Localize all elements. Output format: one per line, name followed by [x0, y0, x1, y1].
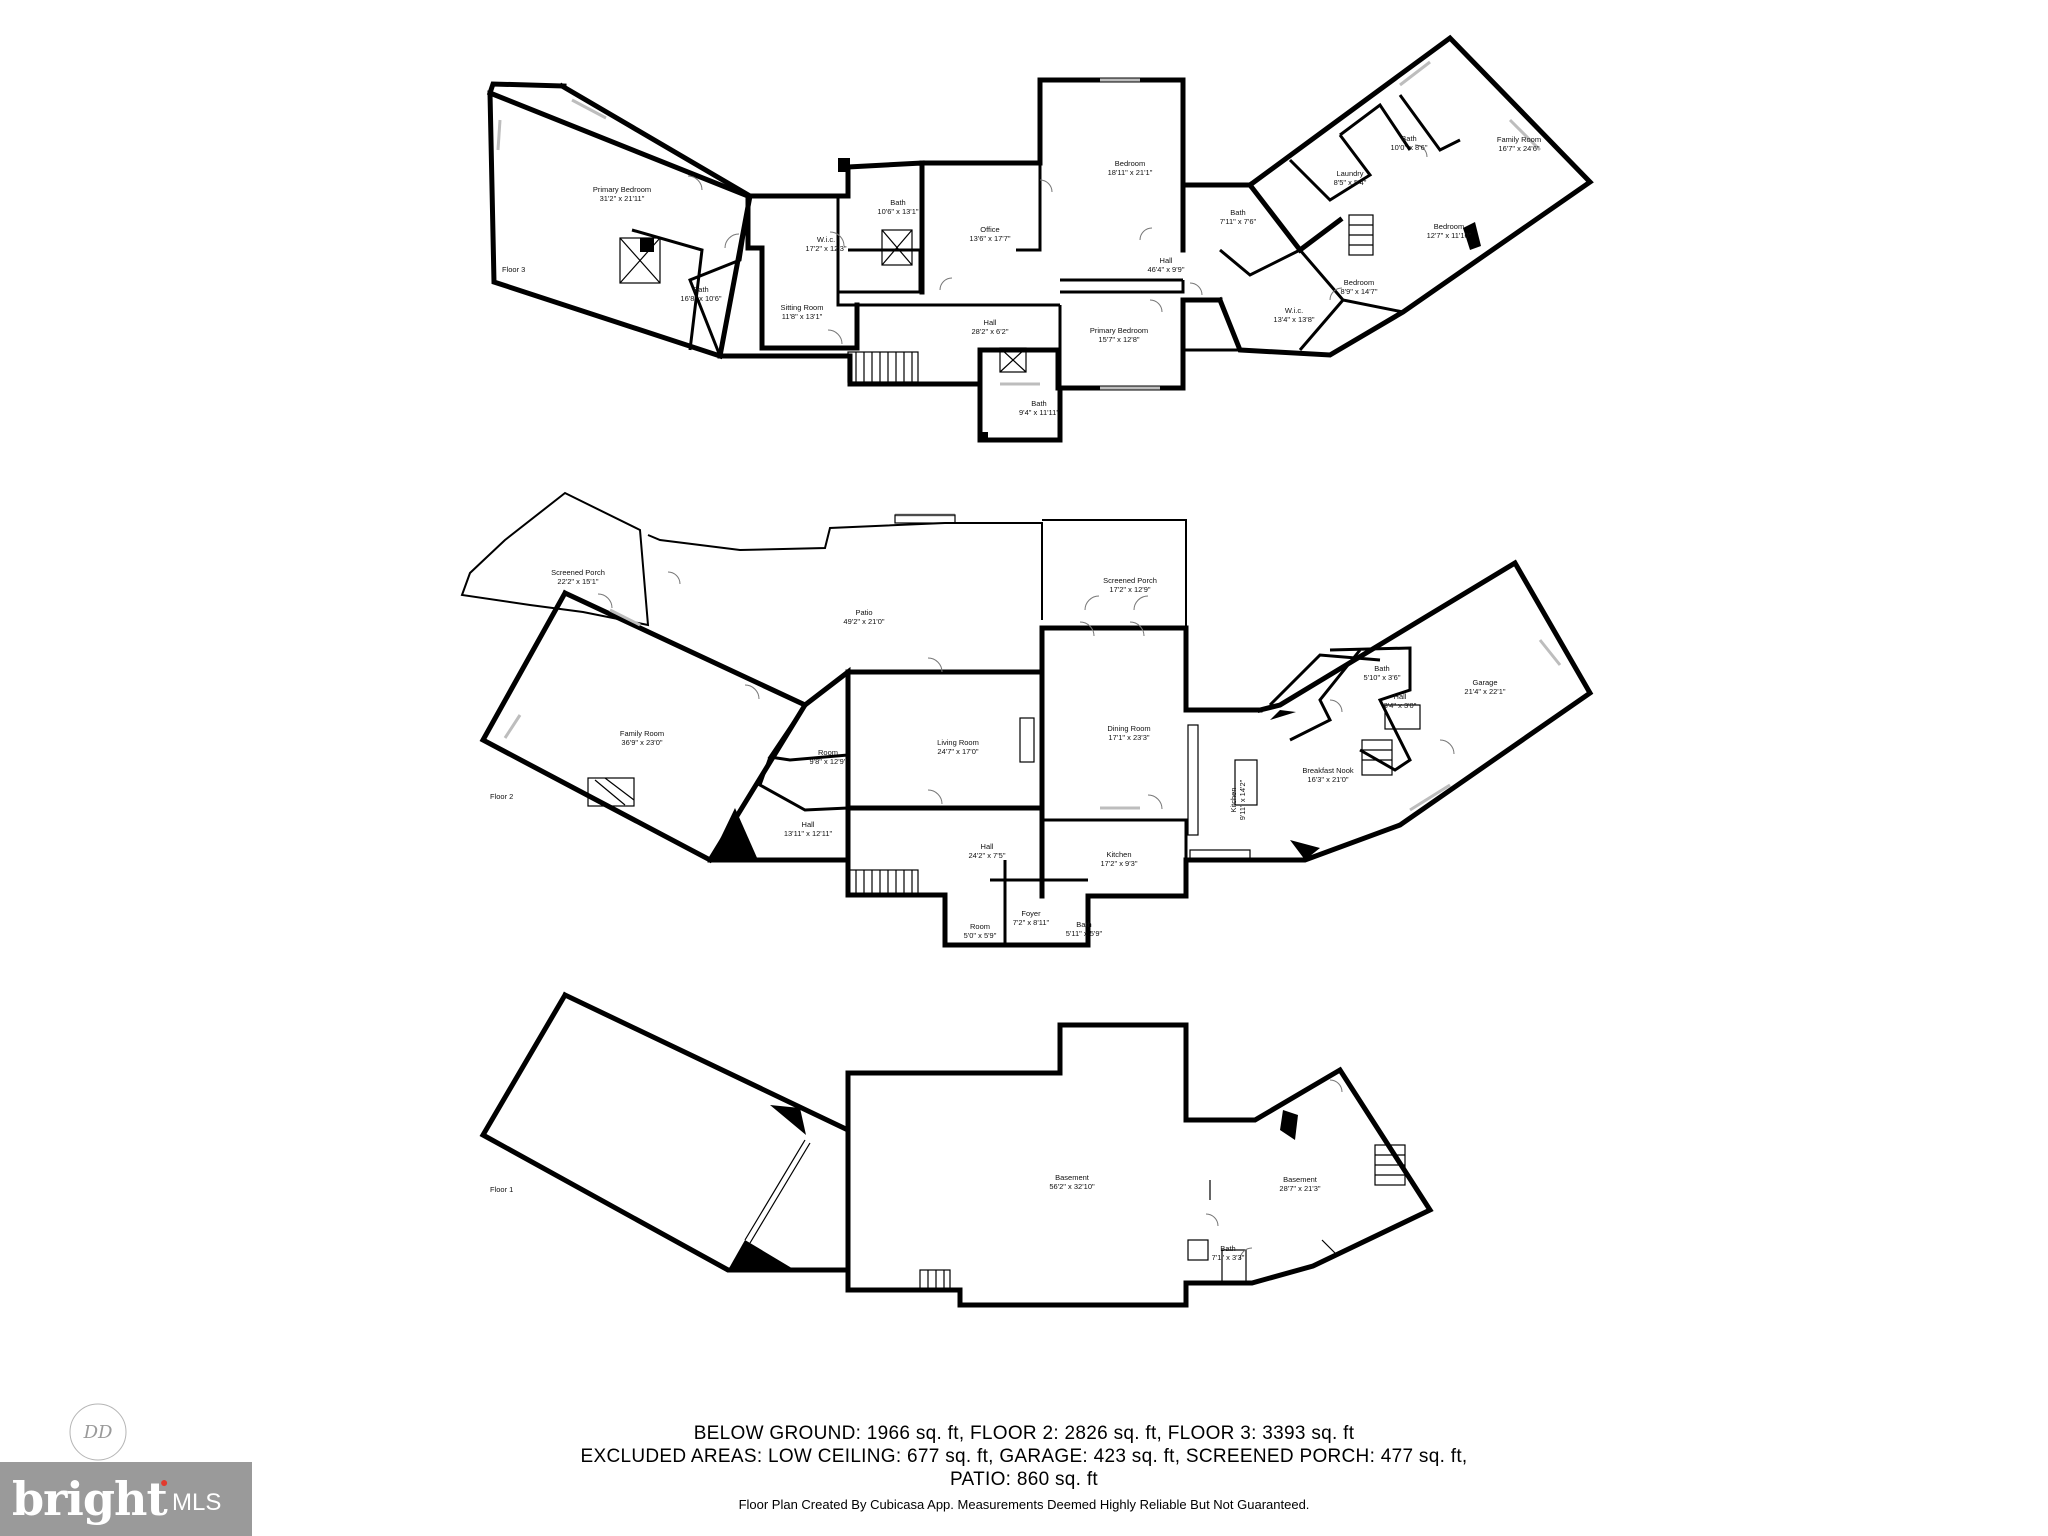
- room-dims: 17'2" x 12'9": [1109, 585, 1150, 594]
- room-name: Dining Room: [1107, 724, 1150, 733]
- room-dims: 49'2" x 21'0": [843, 617, 884, 626]
- floor-1-labels: Floor 1 Basement 56'2" x 32'10" Basement…: [490, 1173, 1321, 1262]
- room-name: Basement: [1283, 1175, 1318, 1184]
- room-dims: 28'2" x 6'2": [972, 327, 1009, 336]
- room-dims: 11'8" x 13'1": [782, 312, 823, 321]
- room-name: Bath: [1031, 399, 1046, 408]
- room-dims: 10'6" x 13'1": [877, 207, 918, 216]
- room-name: Hall: [1394, 692, 1407, 701]
- room-dims: 36'9" x 23'0": [621, 738, 662, 747]
- room-name: Bedroom: [1115, 159, 1145, 168]
- room-dims: 5'0" x 5'9": [964, 931, 997, 940]
- room-dims: 8'4" x 3'0": [1384, 701, 1417, 710]
- room-name: Primary Bedroom: [1090, 326, 1148, 335]
- logo-accent-icon: ●: [160, 1474, 169, 1490]
- room-dims: 46'4" x 9'9": [1148, 265, 1185, 274]
- disclaimer-text: Floor Plan Created By Cubicasa App. Meas…: [738, 1497, 1310, 1512]
- room-dims: 9'4" x 11'11": [1019, 408, 1059, 417]
- room-name: Sitting Room: [781, 303, 824, 312]
- floor-2-labels: Floor 2 Screened Porch 22'2" x 15'1" Pat…: [490, 568, 1506, 940]
- room-dims: 5'11" x 5'9": [1066, 929, 1103, 938]
- room-name: Screened Porch: [1103, 576, 1157, 585]
- area-summary-line-2: EXCLUDED AREAS: LOW CEILING: 677 sq. ft,…: [580, 1446, 1468, 1467]
- room-dims: 7'11" x 7'6": [1220, 217, 1257, 226]
- area-summary-line-3: PATIO: 860 sq. ft: [949, 1469, 1098, 1490]
- room-dims: 31'2" x 21'11": [600, 194, 645, 203]
- room-dims: 56'2" x 32'10": [1049, 1182, 1095, 1191]
- room-name: Bath: [1076, 920, 1091, 929]
- room-name: Kitchen: [1106, 850, 1131, 859]
- room-name: W.i.c.: [817, 235, 835, 244]
- room-name: Primary Bedroom: [593, 185, 651, 194]
- room-dims: 13'4" x 13'8": [1273, 315, 1314, 324]
- photographer-seal-icon: DD: [69, 1403, 127, 1461]
- room-name: Hall: [981, 842, 994, 851]
- room-name: W.i.c.: [1285, 306, 1303, 315]
- room-dims: 7'1" x 3'3": [1212, 1253, 1245, 1262]
- room-name: Bath: [1374, 664, 1389, 673]
- room-name: Breakfast Nook: [1302, 766, 1354, 775]
- room-dims: 21'4" x 22'1": [1464, 687, 1505, 696]
- room-name: Basement: [1055, 1173, 1090, 1182]
- floor-2-label: Floor 2: [490, 792, 513, 801]
- room-dims: 28'7" x 21'3": [1279, 1184, 1320, 1193]
- room-dims: 16'8" x 10'6": [680, 294, 721, 303]
- room-dims: 13'11" x 12'11": [784, 829, 833, 838]
- room-name: Garage: [1472, 678, 1497, 687]
- room-dims: 13'6" x 17'7": [969, 234, 1010, 243]
- room-dims: 16'3" x 21'0": [1307, 775, 1348, 784]
- room-name: Bedroom: [1434, 222, 1464, 231]
- room-name: Family Room: [620, 729, 664, 738]
- room-dims: 17'2" x 9'3": [1101, 859, 1138, 868]
- room-dims: 8'5" x 5'4": [1334, 178, 1367, 187]
- bright-mls-logo: bright ● MLS: [0, 1462, 252, 1536]
- floor-3-label: Floor 3: [502, 265, 525, 274]
- room-name: Room: [818, 748, 838, 757]
- room-name: Foyer: [1021, 909, 1041, 918]
- room-dims: 24'2" x 7'5": [969, 851, 1006, 860]
- room-name: Laundry: [1336, 169, 1363, 178]
- room-dims: 12'7" x 11'10": [1427, 231, 1472, 240]
- area-summary-line-1: BELOW GROUND: 1966 sq. ft, FLOOR 2: 2826…: [693, 1423, 1355, 1444]
- room-dims: 16'7" x 24'6": [1498, 144, 1539, 153]
- room-name: Patio: [855, 608, 872, 617]
- room-dims: 17'1" x 23'3": [1108, 733, 1149, 742]
- room-name: Bath: [890, 198, 905, 207]
- room-dims: 18'11" x 21'1": [1108, 168, 1153, 177]
- room-dims: 10'0" x 8'6": [1391, 143, 1428, 152]
- floor-1-label: Floor 1: [490, 1185, 513, 1194]
- room-name: Bath: [1230, 208, 1245, 217]
- room-dims: 24'7" x 17'0": [937, 747, 978, 756]
- room-name: Living Room: [937, 738, 979, 747]
- floor-1-plan: [479, 991, 1434, 1308]
- room-name: Bath: [1401, 134, 1416, 143]
- room-name: Room: [970, 922, 990, 931]
- room-name: Bedroom: [1344, 278, 1374, 287]
- room-dims: 17'2" x 12'3": [805, 244, 846, 253]
- room-dims: 22'2" x 15'1": [557, 577, 598, 586]
- room-dims: 8'9" x 14'7": [1341, 287, 1378, 296]
- room-name: Hall: [1160, 256, 1173, 265]
- room-name: Bath: [693, 285, 708, 294]
- floor-3-labels: Floor 3 Primary Bedroom 31'2" x 21'11" W…: [502, 134, 1541, 417]
- room-name: Hall: [802, 820, 815, 829]
- room-dims: 5'10" x 3'6": [1364, 673, 1401, 682]
- room-dims: 15'7" x 12'8": [1098, 335, 1139, 344]
- room-name: Kitchen: [1229, 787, 1238, 812]
- room-name: Hall: [984, 318, 997, 327]
- room-name: Bath: [1220, 1244, 1235, 1253]
- room-name: Office: [980, 225, 999, 234]
- floor-2-plan: [460, 491, 1594, 948]
- room-dims: 9'8" x 12'9": [810, 757, 847, 766]
- logo-suffix: MLS: [172, 1489, 222, 1516]
- room-dims: 7'2" x 8'11": [1013, 918, 1050, 927]
- room-name: Screened Porch: [551, 568, 605, 577]
- svg-text:DD: DD: [83, 1422, 113, 1443]
- logo-text: bright: [12, 1472, 168, 1526]
- floor-3-plan: [486, 34, 1594, 443]
- room-dims: 9'11" x 14'2": [1238, 779, 1247, 820]
- room-name: Family Room: [1497, 135, 1541, 144]
